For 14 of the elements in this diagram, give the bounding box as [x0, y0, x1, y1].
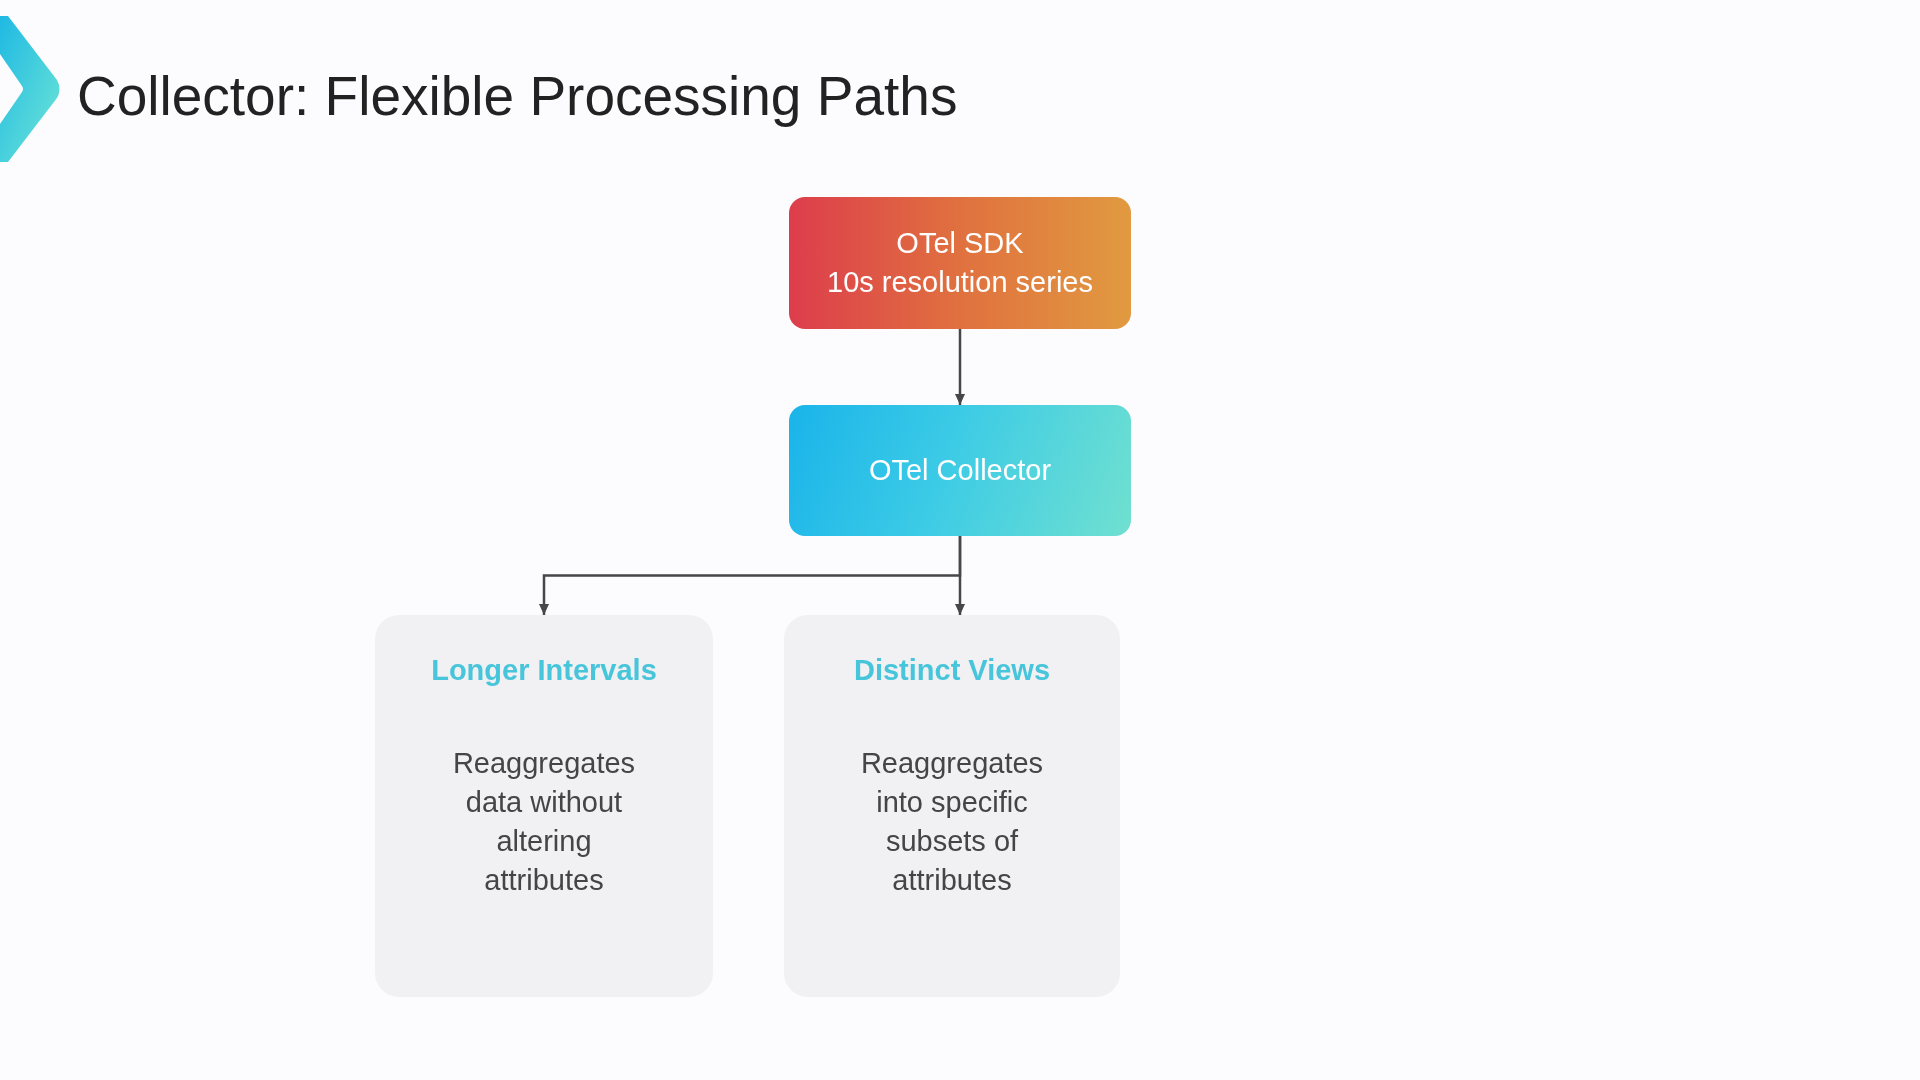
arrow: [955, 329, 965, 405]
node-title: OTel Collector: [868, 453, 1052, 488]
info-card: [784, 615, 1120, 997]
info-card: [375, 615, 713, 997]
process-box: [789, 405, 1131, 536]
card-heading: Longer Intervals: [431, 653, 657, 688]
slide-title: Collector: Flexible Processing Paths: [77, 64, 958, 128]
node-title: OTel SDK: [896, 226, 1024, 261]
arrow: [955, 536, 965, 615]
node-subtitle: 10s resolution series: [827, 265, 1093, 300]
card-heading: Distinct Views: [853, 653, 1051, 688]
card-description: Reaggregates into specific subsets of attributes: [859, 746, 1045, 898]
card-description: Reaggregates data without altering attributes: [451, 746, 637, 898]
process-box: [789, 197, 1131, 329]
